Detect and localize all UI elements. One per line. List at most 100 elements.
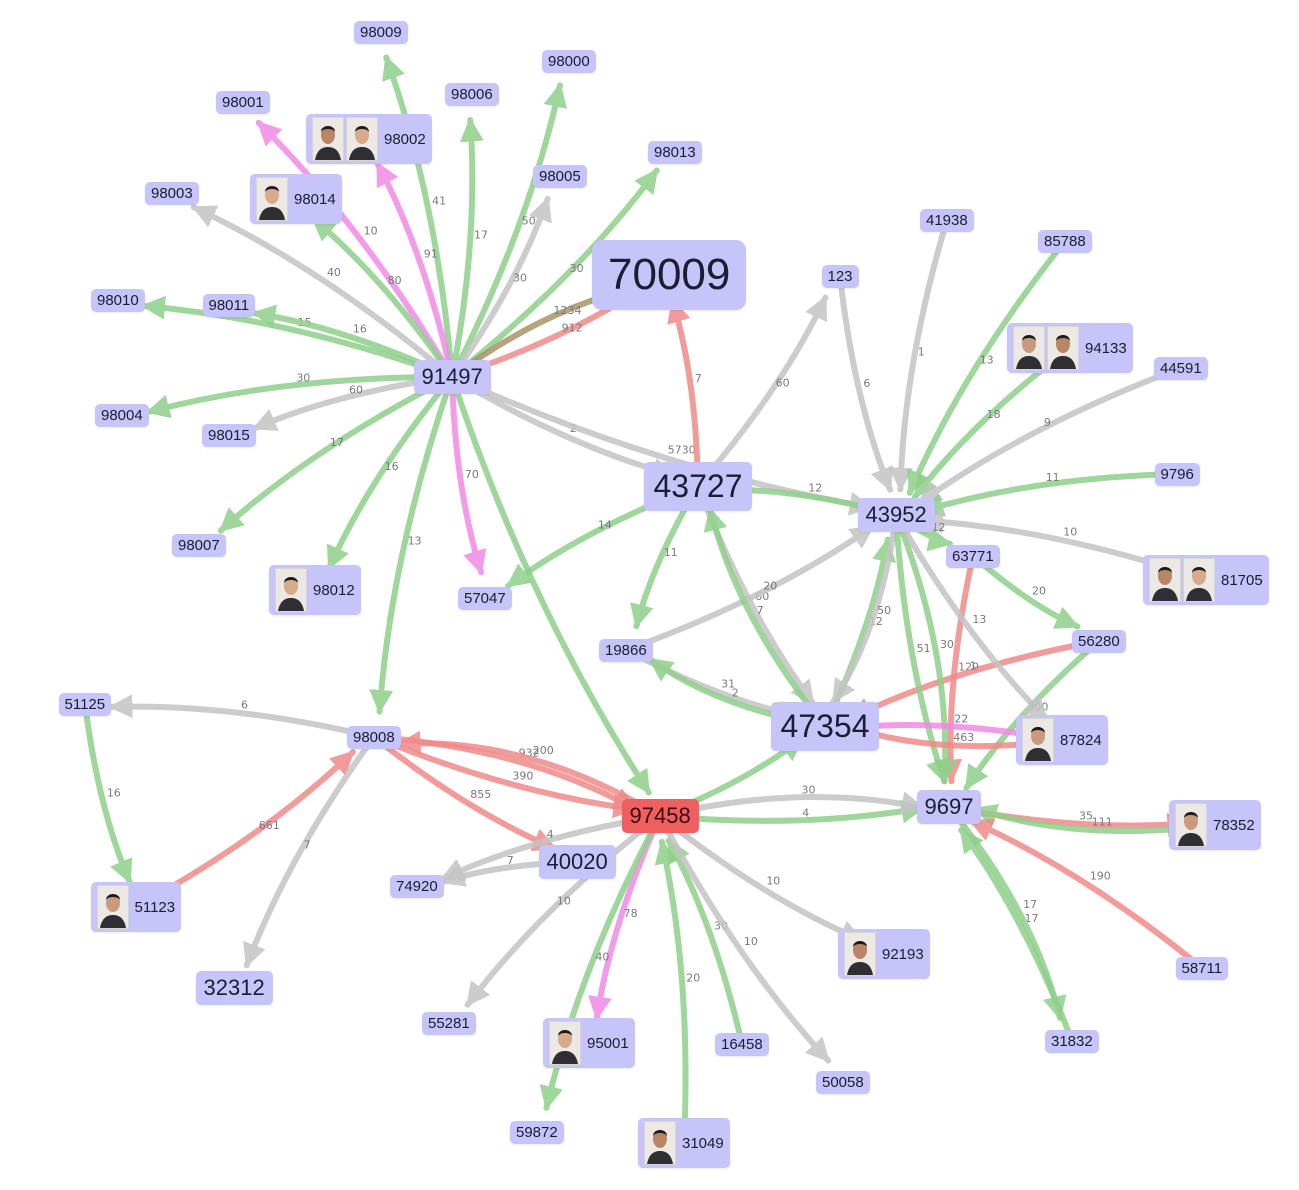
node-41938[interactable]: 41938 bbox=[920, 208, 974, 232]
node-51125[interactable]: 51125 bbox=[58, 692, 112, 716]
edge-label-91497-to-70009: 912 bbox=[562, 321, 583, 334]
person-photo-icon bbox=[844, 932, 876, 976]
edge-label-97458-to-9697: 30 bbox=[802, 783, 816, 796]
person-photo-icon bbox=[1149, 558, 1181, 602]
node-label: 91497 bbox=[421, 364, 483, 389]
node-label: 9697 bbox=[924, 794, 974, 819]
node-31049[interactable]: 31049 bbox=[638, 1118, 730, 1168]
node-63771[interactable]: 63771 bbox=[946, 544, 1000, 568]
edge-label-91497-to-57047: 70 bbox=[465, 468, 479, 481]
node-87824[interactable]: 87824 bbox=[1016, 715, 1108, 765]
node-98000[interactable]: 98000 bbox=[542, 49, 596, 73]
edge-label-43952-to-47354: 50 bbox=[877, 604, 891, 617]
edge-44591-to-43952 bbox=[916, 365, 1184, 507]
node-50058[interactable]: 50058 bbox=[816, 1070, 870, 1094]
edge-91497-to-98007 bbox=[217, 374, 455, 534]
edge-label-43952-to-63771: 12 bbox=[932, 521, 946, 534]
edge-91497-to-98013 bbox=[449, 167, 660, 380]
node-123[interactable]: 123 bbox=[821, 264, 859, 288]
node-92193[interactable]: 92193 bbox=[838, 929, 930, 979]
edge-label-91497-to-98003: 40 bbox=[327, 266, 341, 279]
node-98015[interactable]: 98015 bbox=[202, 423, 256, 447]
node-98010[interactable]: 98010 bbox=[91, 288, 145, 312]
edge-51125-to-51123 bbox=[82, 701, 133, 885]
node-98001[interactable]: 98001 bbox=[216, 90, 270, 114]
edge-label-63771-to-56280: 20 bbox=[1032, 585, 1046, 598]
node-81705[interactable]: 81705 bbox=[1143, 555, 1269, 605]
node-label: 98010 bbox=[97, 291, 139, 309]
node-9697[interactable]: 9697 bbox=[916, 790, 982, 824]
node-98009[interactable]: 98009 bbox=[354, 20, 408, 44]
node-56280[interactable]: 56280 bbox=[1072, 629, 1126, 653]
node-label: 92193 bbox=[882, 945, 924, 963]
edge-91497-to-98006 bbox=[449, 116, 484, 380]
node-label: 43952 bbox=[865, 502, 927, 527]
node-31832[interactable]: 31832 bbox=[1045, 1029, 1099, 1053]
node-58711[interactable]: 58711 bbox=[1175, 956, 1229, 980]
node-91497[interactable]: 91497 bbox=[413, 360, 491, 394]
node-98003[interactable]: 98003 bbox=[145, 181, 199, 205]
node-16458[interactable]: 16458 bbox=[715, 1032, 769, 1056]
node-98002[interactable]: 98002 bbox=[306, 114, 432, 164]
node-43727[interactable]: 43727 bbox=[643, 461, 753, 511]
edge-label-91497-to-98008: 13 bbox=[408, 534, 422, 547]
node-98007[interactable]: 98007 bbox=[172, 533, 226, 557]
node-32312[interactable]: 32312 bbox=[195, 971, 273, 1005]
node-97458[interactable]: 97458 bbox=[621, 799, 699, 833]
node-70009[interactable]: 70009 bbox=[592, 240, 747, 310]
node-label: 43727 bbox=[653, 467, 743, 504]
edge-label-47354-to-43727: 7 bbox=[757, 604, 764, 617]
node-label: 9796 bbox=[1160, 465, 1194, 483]
node-label: 19866 bbox=[605, 641, 647, 659]
node-47354[interactable]: 47354 bbox=[770, 701, 880, 751]
node-98008[interactable]: 98008 bbox=[347, 725, 401, 749]
node-57047[interactable]: 57047 bbox=[458, 586, 512, 610]
node-43952[interactable]: 43952 bbox=[857, 498, 935, 532]
node-98005[interactable]: 98005 bbox=[533, 164, 587, 188]
edge-label-43952-to-43727: 12 bbox=[808, 482, 822, 495]
node-85788[interactable]: 85788 bbox=[1038, 229, 1092, 253]
edge-43727-to-123 bbox=[695, 294, 829, 489]
edge-label-87824-to-47354: 463 bbox=[953, 731, 974, 744]
node-label: 98006 bbox=[451, 85, 493, 103]
node-label: 41938 bbox=[926, 211, 968, 229]
edge-91497-to-98000 bbox=[449, 82, 568, 380]
node-98014[interactable]: 98014 bbox=[250, 174, 342, 224]
node-9796[interactable]: 9796 bbox=[1154, 462, 1200, 486]
node-photos bbox=[256, 177, 290, 221]
edge-label-91497-to-43952: 5730 bbox=[668, 443, 696, 456]
node-94133[interactable]: 94133 bbox=[1007, 323, 1133, 373]
node-78352[interactable]: 78352 bbox=[1169, 800, 1261, 850]
node-label: 87824 bbox=[1060, 731, 1102, 749]
node-label: 97458 bbox=[629, 803, 691, 828]
node-label: 98008 bbox=[353, 728, 395, 746]
edge-label-56280-to-47354: 1 bbox=[970, 659, 977, 672]
node-98004[interactable]: 98004 bbox=[95, 403, 149, 427]
node-19866[interactable]: 19866 bbox=[599, 638, 653, 662]
node-98006[interactable]: 98006 bbox=[445, 82, 499, 106]
edge-label-98008-to-40020: 855 bbox=[470, 788, 491, 801]
edge-label-91497-to-98006: 17 bbox=[474, 229, 488, 242]
node-44591[interactable]: 44591 bbox=[1154, 356, 1208, 380]
person-photo-icon bbox=[256, 177, 288, 221]
node-label: 98000 bbox=[548, 52, 590, 70]
node-74920[interactable]: 74920 bbox=[390, 874, 444, 898]
node-label: 55281 bbox=[428, 1014, 470, 1032]
edge-98008-to-32312 bbox=[243, 734, 377, 969]
node-40020[interactable]: 40020 bbox=[538, 845, 616, 879]
edge-label-123-to-43952: 6 bbox=[863, 377, 870, 390]
node-55281[interactable]: 55281 bbox=[422, 1011, 476, 1035]
node-95001[interactable]: 95001 bbox=[543, 1018, 635, 1068]
node-59872[interactable]: 59872 bbox=[510, 1120, 564, 1144]
edge-label-98008-to-97458: 390 bbox=[512, 769, 533, 782]
edge-label-47354-to-19866: 2 bbox=[732, 686, 739, 699]
node-label: 58711 bbox=[1181, 959, 1223, 977]
node-98013[interactable]: 98013 bbox=[648, 140, 702, 164]
node-51123[interactable]: 51123 bbox=[90, 882, 182, 932]
node-label: 98015 bbox=[208, 426, 250, 444]
node-98012[interactable]: 98012 bbox=[269, 565, 361, 615]
node-98011[interactable]: 98011 bbox=[202, 293, 256, 317]
node-label: 31049 bbox=[682, 1134, 724, 1152]
edge-label-97458-to-98008: 200 bbox=[533, 744, 554, 757]
